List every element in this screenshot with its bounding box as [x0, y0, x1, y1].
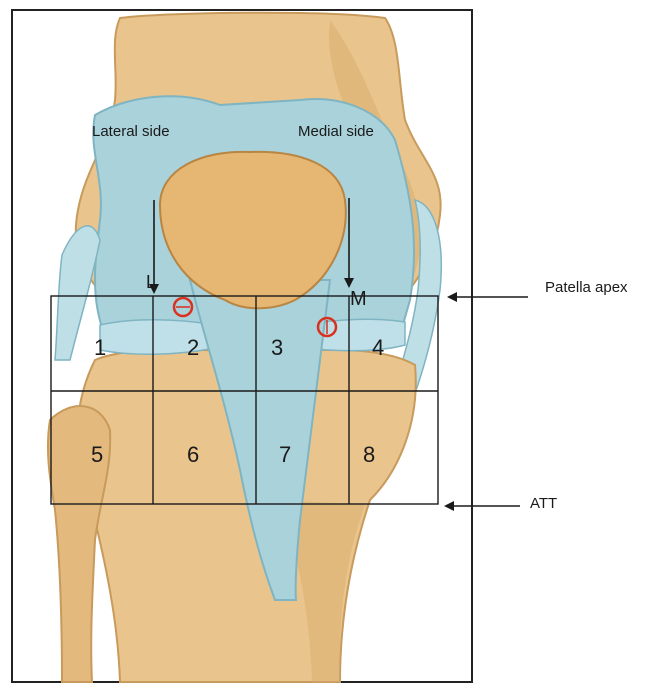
zone-label-4: 4 [372, 335, 384, 360]
zone-label-7: 7 [279, 442, 291, 467]
lateral-side-label: Lateral side [92, 123, 170, 140]
zone-label-6: 6 [187, 442, 199, 467]
medial-side-label: Medial side [298, 123, 374, 140]
medial-letter-marker: M [350, 288, 367, 310]
lateral-letter-marker: L [146, 272, 156, 292]
patella-apex-label: Patella apex [545, 279, 628, 296]
zone-label-2: 2 [187, 335, 199, 360]
zone-label-5: 5 [91, 442, 103, 467]
zone-label-3: 3 [271, 335, 283, 360]
att-label: ATT [530, 495, 557, 512]
zone-label-8: 8 [363, 442, 375, 467]
zone-label-1: 1 [94, 335, 106, 360]
